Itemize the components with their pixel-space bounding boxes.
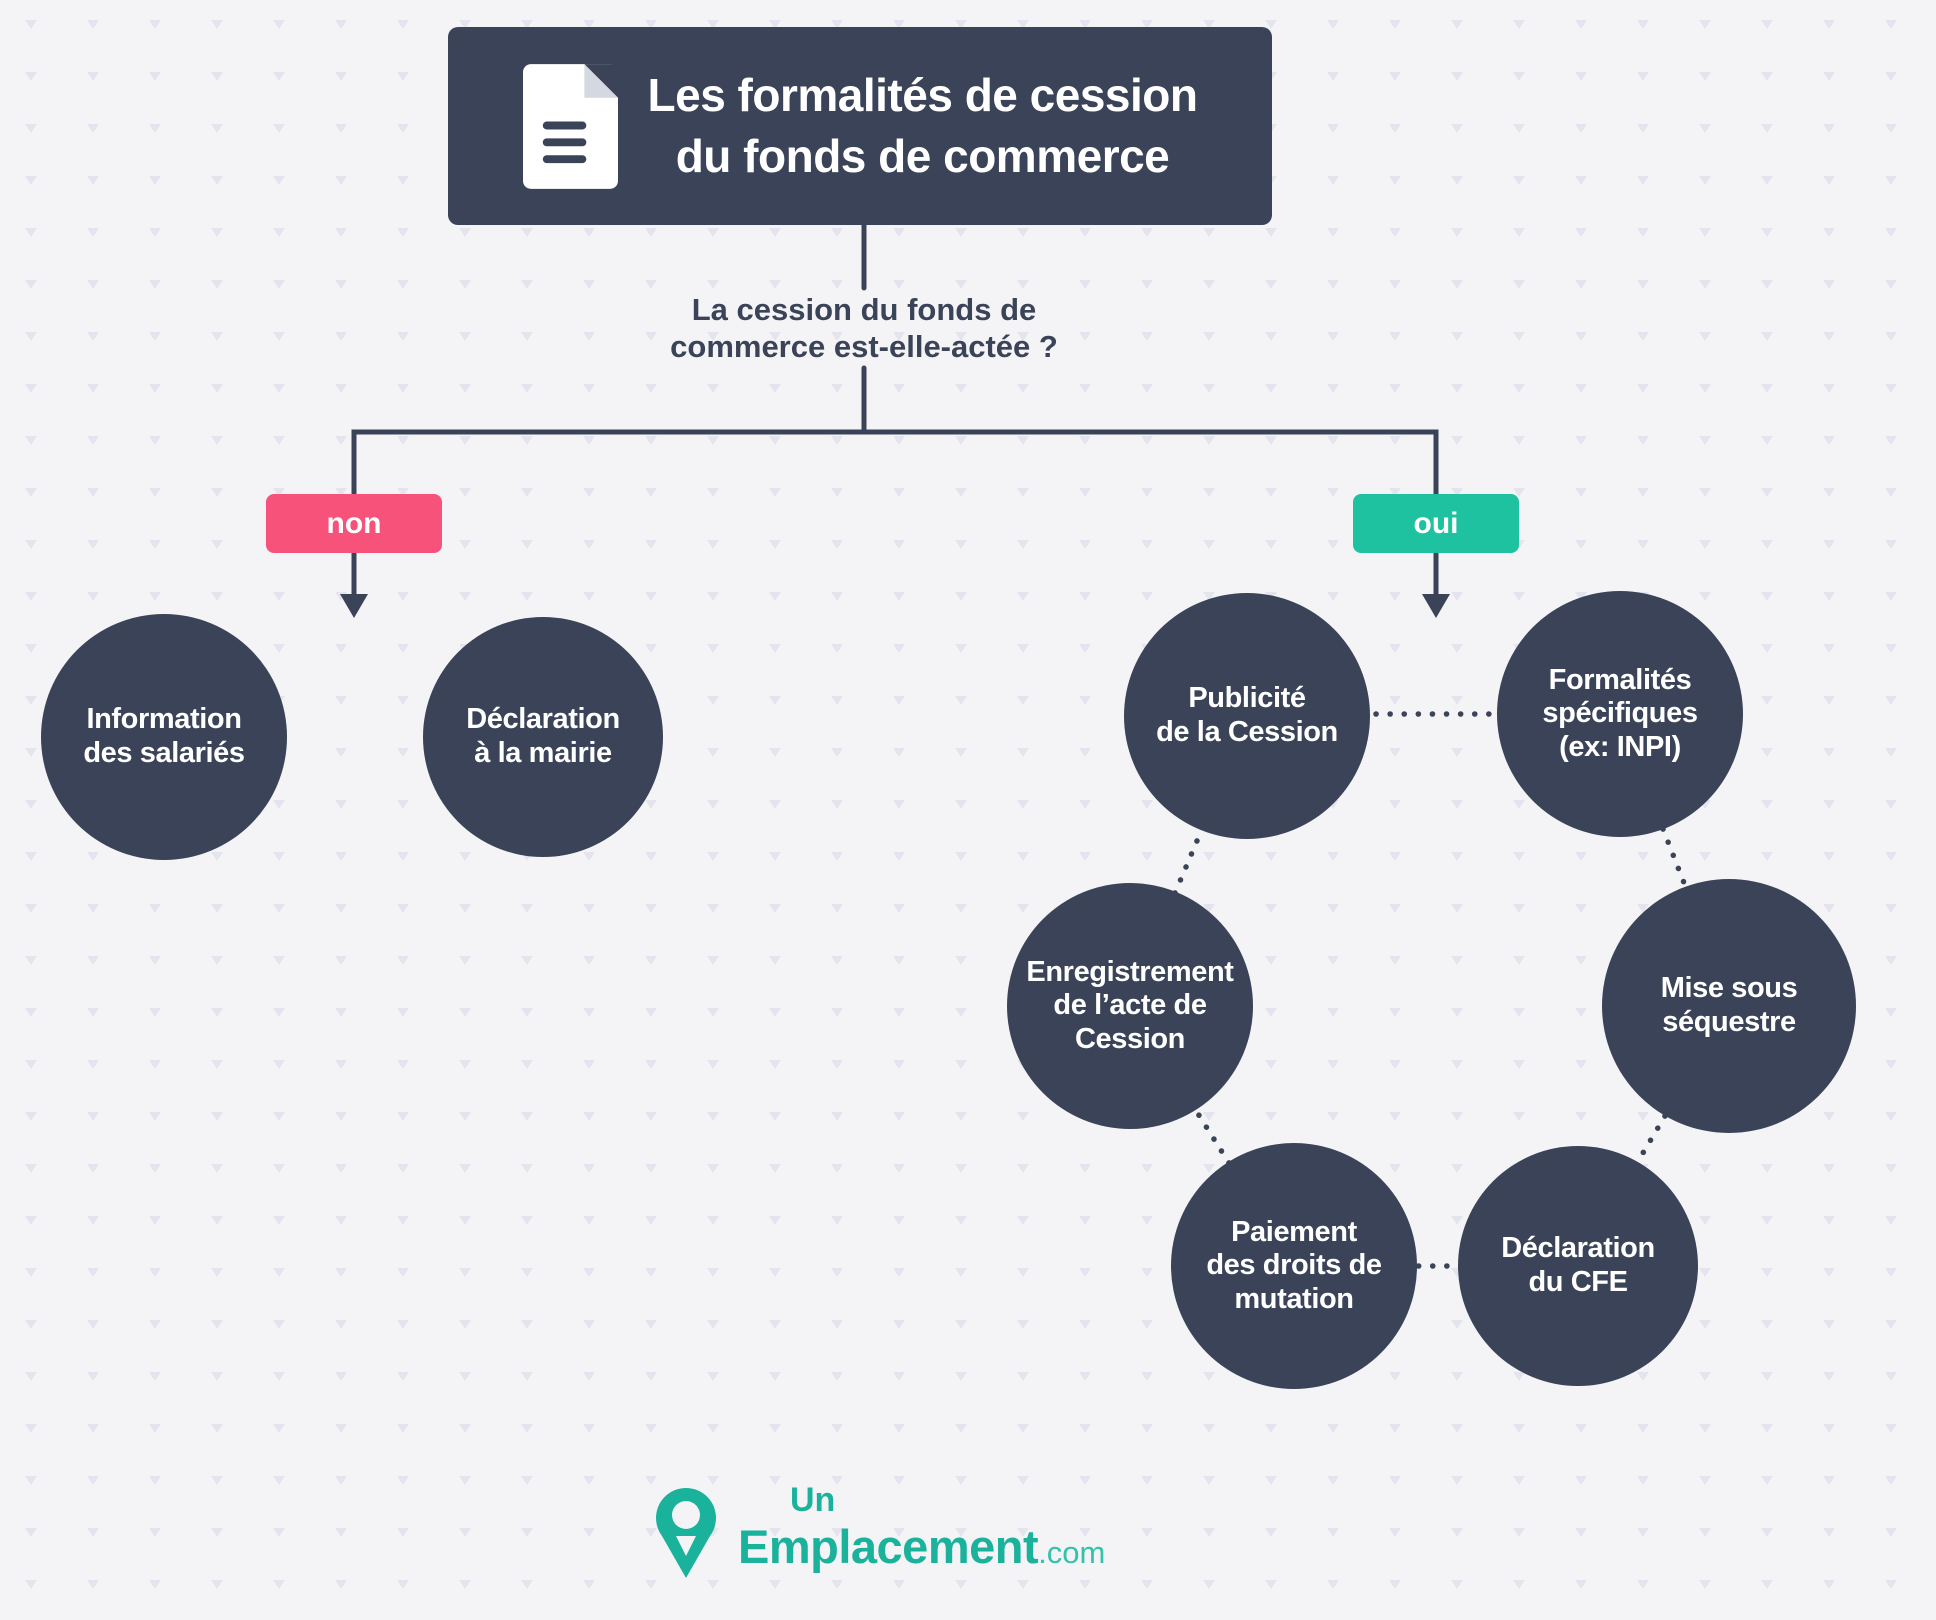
document-icon [522, 63, 618, 189]
dotted-paiement-enregistrement [1192, 1106, 1232, 1166]
logo-brand: Emplacement [738, 1520, 1039, 1574]
logo-line-un: Un [790, 1481, 836, 1519]
dotted-formalites-sequestre [1660, 826, 1689, 891]
node-line: du CFE [1528, 1266, 1628, 1298]
node-publicite-cession: Publicité de la Cession [1124, 593, 1370, 839]
logo-pin-icon [656, 1488, 716, 1578]
node-line: Enregistrement [1026, 955, 1234, 988]
node-label: Déclaration du CFE [1501, 1232, 1655, 1299]
node-line: Publicité [1188, 682, 1306, 715]
node-label: Publicité de la Cession [1156, 682, 1338, 749]
node-line: Paiement [1231, 1215, 1357, 1248]
logo-text: Un Emplacement.com [738, 1481, 1106, 1574]
node-enregistrement-acte: Enregistrement de l’acte de Cession [1007, 883, 1253, 1129]
node-label: Paiement des droits de mutation [1206, 1215, 1382, 1317]
node-line: Mise sous [1660, 972, 1798, 1005]
node-mise-sous-sequestre: Mise sous séquestre [1602, 879, 1856, 1133]
node-line: à la mairie [474, 737, 612, 769]
node-paiement-droits-mutation: Paiement des droits de mutation [1171, 1143, 1417, 1389]
node-label: Enregistrement de l’acte de Cession [1026, 955, 1234, 1057]
node-line: des salariés [83, 737, 245, 769]
node-line: Cession [1074, 1022, 1185, 1055]
node-label: Déclaration à la mairie [466, 703, 620, 770]
page-title: Les formalités de cession du fonds de co… [648, 65, 1198, 186]
node-formalites-specifiques: Formalités spécifiques (ex: INPI) [1497, 591, 1743, 837]
decision-question: La cession du fonds de commerce est-elle… [514, 292, 1214, 365]
arrowhead-non [340, 594, 368, 618]
node-line: de la Cession [1156, 716, 1338, 748]
dotted-sequestre-cfe [1634, 1113, 1668, 1166]
node-line: Information [86, 703, 242, 736]
question-line-1: La cession du fonds de [691, 292, 1037, 327]
node-line: des droits de [1206, 1249, 1382, 1282]
node-line: Déclaration [1501, 1232, 1655, 1265]
arrowhead-oui [1422, 594, 1450, 618]
branch-split-line [351, 429, 1439, 499]
node-line: mutation [1234, 1282, 1354, 1315]
logo-suffix: .com [1038, 1535, 1106, 1571]
badge-non: non [266, 494, 442, 553]
node-line: spécifiques [1542, 697, 1698, 730]
node-line: séquestre [1662, 1006, 1796, 1038]
question-line-2: commerce est-elle-actée ? [670, 328, 1058, 364]
node-declaration-cfe: Déclaration du CFE [1458, 1146, 1698, 1386]
node-line: Formalités [1548, 663, 1692, 696]
node-label: Mise sous séquestre [1661, 972, 1798, 1039]
node-label: Information des salariés [83, 703, 245, 770]
node-declaration-mairie: Déclaration à la mairie [423, 617, 663, 857]
node-label: Formalités spécifiques (ex: INPI) [1542, 663, 1698, 765]
title-line-1: Les formalités de cession [647, 69, 1198, 122]
node-line: (ex: INPI) [1559, 730, 1681, 763]
dotted-enregistrement-publicite [1172, 826, 1205, 896]
title-line-2: du fonds de commerce [675, 130, 1170, 182]
node-information-salaries: Information des salariés [41, 614, 287, 860]
logo-unemplacement: Un Emplacement.com [648, 1481, 1106, 1584]
title-banner: Les formalités de cession du fonds de co… [448, 27, 1272, 225]
node-line: Déclaration [466, 703, 620, 736]
node-line: de l’acte de [1053, 989, 1207, 1022]
badge-oui: oui [1353, 494, 1519, 553]
